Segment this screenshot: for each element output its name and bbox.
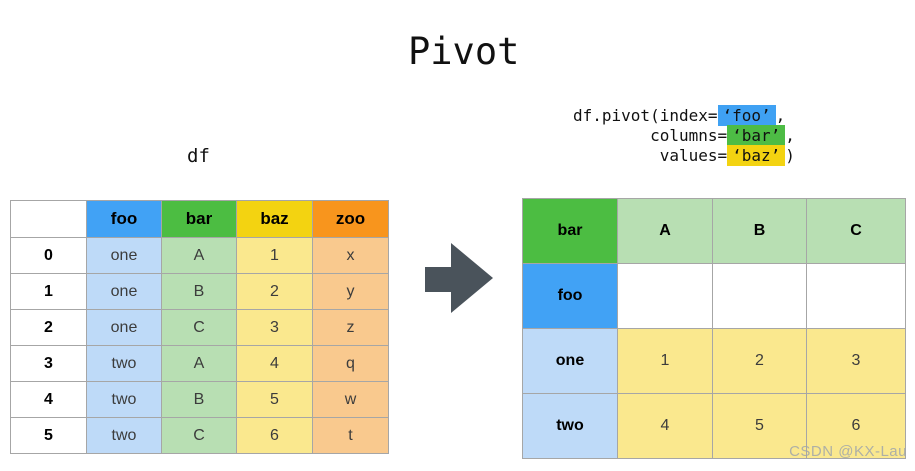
value-cell: 3 [806, 328, 906, 394]
cell-foo: one [86, 273, 162, 310]
arrow-icon [451, 243, 493, 313]
row-index: 4 [10, 381, 87, 418]
cell-foo: two [86, 345, 162, 382]
corner-cell-bar: bar [522, 198, 618, 264]
code-text: columns= [573, 126, 728, 145]
row-index: 5 [10, 417, 87, 454]
cell-zoo: q [312, 345, 389, 382]
cell-baz: 3 [236, 309, 313, 346]
row-index: 1 [10, 273, 87, 310]
code-text: values= [573, 146, 728, 165]
cell-foo: one [86, 309, 162, 346]
cell-zoo: t [312, 417, 389, 454]
col-header-C: C [806, 198, 906, 264]
index-header-foo: foo [522, 263, 618, 329]
code-line-1: df.pivot(index=‘foo’, [573, 105, 795, 126]
cell-baz: 1 [236, 237, 313, 274]
row-index: 3 [10, 345, 87, 382]
col-header-A: A [617, 198, 713, 264]
table-row: 2 one C 3 z [10, 309, 389, 346]
code-line-2: columns=‘bar’, [573, 125, 795, 146]
cell-baz: 5 [236, 381, 313, 418]
empty-cell [806, 263, 906, 329]
col-header-foo: foo [86, 200, 162, 238]
cell-bar: C [161, 417, 237, 454]
cell-bar: A [161, 345, 237, 382]
code-text: , [775, 106, 786, 125]
table-row: foo [522, 263, 906, 329]
col-header-baz: baz [236, 200, 313, 238]
row-label-one: one [522, 328, 618, 394]
empty-cell [617, 263, 713, 329]
corner-cell [10, 200, 87, 238]
table-row: two 4 5 6 [522, 393, 906, 459]
cell-foo: two [86, 381, 162, 418]
code-highlight-bar: ‘bar’ [727, 125, 786, 146]
cell-zoo: x [312, 237, 389, 274]
df-label: df [187, 145, 210, 167]
df-table: foo bar baz zoo 0 one A 1 x 1 one B 2 y … [10, 200, 389, 454]
table-row: 5 two C 6 t [10, 417, 389, 454]
col-header-B: B [712, 198, 807, 264]
cell-bar: C [161, 309, 237, 346]
cell-foo: one [86, 237, 162, 274]
watermark: CSDN @KX-Lau [789, 443, 907, 460]
code-text: ) [785, 146, 795, 165]
cell-baz: 6 [236, 417, 313, 454]
value-cell: 2 [712, 328, 807, 394]
row-index: 0 [10, 237, 87, 274]
code-highlight-baz: ‘baz’ [727, 145, 786, 166]
cell-zoo: w [312, 381, 389, 418]
table-row: one 1 2 3 [522, 328, 906, 394]
table-row: 0 one A 1 x [10, 237, 389, 274]
cell-foo: two [86, 417, 162, 454]
table-header-row: foo bar baz zoo [10, 200, 389, 238]
code-text: , [785, 126, 795, 145]
value-cell: 6 [806, 393, 906, 459]
code-text: df.pivot(index= [573, 106, 718, 125]
cell-bar: A [161, 237, 237, 274]
empty-cell [712, 263, 807, 329]
value-cell: 1 [617, 328, 713, 394]
table-row: 3 two A 4 q [10, 345, 389, 382]
cell-baz: 4 [236, 345, 313, 382]
value-cell: 5 [712, 393, 807, 459]
row-index: 2 [10, 309, 87, 346]
cell-zoo: z [312, 309, 389, 346]
table-header-row: bar A B C [522, 198, 906, 264]
value-cell: 4 [617, 393, 713, 459]
table-row: 4 two B 5 w [10, 381, 389, 418]
pivot-result-table: bar A B C foo one 1 2 3 two 4 5 6 [522, 198, 906, 459]
cell-bar: B [161, 381, 237, 418]
page-title: Pivot [408, 30, 520, 73]
cell-zoo: y [312, 273, 389, 310]
code-highlight-foo: ‘foo’ [717, 105, 776, 126]
col-header-bar: bar [161, 200, 237, 238]
cell-bar: B [161, 273, 237, 310]
row-label-two: two [522, 393, 618, 459]
code-line-3: values=‘baz’) [573, 145, 795, 166]
cell-baz: 2 [236, 273, 313, 310]
col-header-zoo: zoo [312, 200, 389, 238]
table-row: 1 one B 2 y [10, 273, 389, 310]
pivot-code-snippet: df.pivot(index=‘foo’, columns=‘bar’, val… [573, 105, 795, 166]
arrow-icon [425, 267, 452, 292]
